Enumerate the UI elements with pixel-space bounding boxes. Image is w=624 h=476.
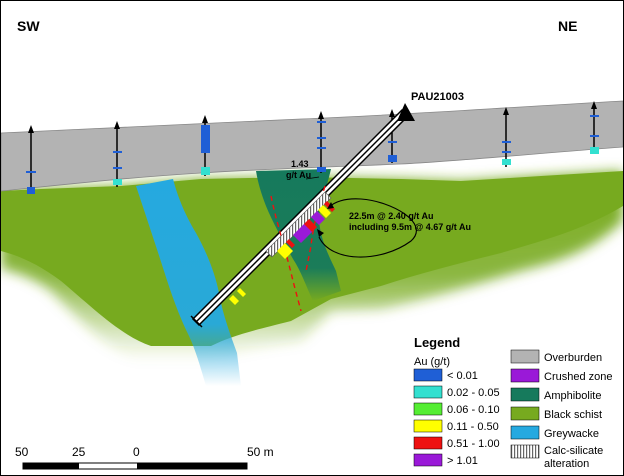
- legend-au-label: > 1.01: [447, 455, 478, 467]
- legend-unit-label: Crushed zone: [544, 371, 613, 383]
- scale-label: 0: [133, 445, 140, 459]
- legend-au-label: < 0.01: [447, 370, 478, 382]
- drillhole-trace: [590, 101, 599, 154]
- drillhole-trace: [26, 125, 36, 194]
- legend: Legend Au (g/t) < 0.01 0.02 - 0.05 0.06 …: [404, 333, 622, 473]
- legend-unit-label: Overburden: [544, 352, 602, 364]
- legend-alteration-label-2: alteration: [544, 458, 589, 470]
- legend-au-heading: Au (g/t): [414, 356, 450, 368]
- legend-alteration-label-1: Calc-silicate: [544, 445, 603, 457]
- assay-intervals: [229, 201, 335, 305]
- legend-au-label: 0.11 - 0.50: [447, 421, 499, 433]
- assay-unit-label: g/t Au: [286, 170, 311, 180]
- orientation-ne: NE: [558, 18, 577, 34]
- intercept-label-1: 22.5m @ 2.40 g/t Au: [349, 211, 433, 221]
- scale-label: 50: [15, 445, 29, 459]
- surface-drillholes: [26, 101, 599, 194]
- scale-label: 25: [72, 445, 86, 459]
- scale-label: 50 m: [247, 445, 274, 459]
- collar-marker-icon: [397, 103, 415, 121]
- legend-units: Overburden Crushed zone Amphibolite Blac…: [510, 349, 613, 470]
- drillhole-trace: [201, 115, 210, 176]
- intercept-label-2: including 9.5m @ 4.67 g/t Au: [349, 222, 471, 232]
- legend-au-label: 0.51 - 1.00: [447, 438, 500, 450]
- legend-unit-label: Black schist: [544, 409, 602, 421]
- drillhole-trace: [317, 111, 326, 173]
- greywacke-unit: [136, 179, 241, 386]
- drillhole-pau21003: [190, 103, 417, 328]
- legend-au-scale: < 0.01 0.02 - 0.05 0.06 - 0.10 0.11 - 0.…: [413, 368, 500, 467]
- drillhole-label: PAU21003: [411, 91, 464, 103]
- legend-unit-label: Greywacke: [544, 428, 599, 440]
- legend-title: Legend: [414, 335, 460, 350]
- legend-au-label: 0.02 - 0.05: [447, 387, 500, 399]
- orientation-sw: SW: [17, 18, 40, 34]
- drillhole-trace: [113, 121, 122, 187]
- drillhole-trace: [502, 107, 511, 167]
- assay-value-label: 1.43: [291, 159, 309, 169]
- legend-unit-label: Amphibolite: [544, 390, 601, 402]
- overburden-unit: [1, 100, 623, 192]
- scale-bar: 50 25 0 50 m: [15, 445, 274, 470]
- legend-au-label: 0.06 - 0.10: [447, 404, 500, 416]
- alteration-swatch: [510, 444, 540, 459]
